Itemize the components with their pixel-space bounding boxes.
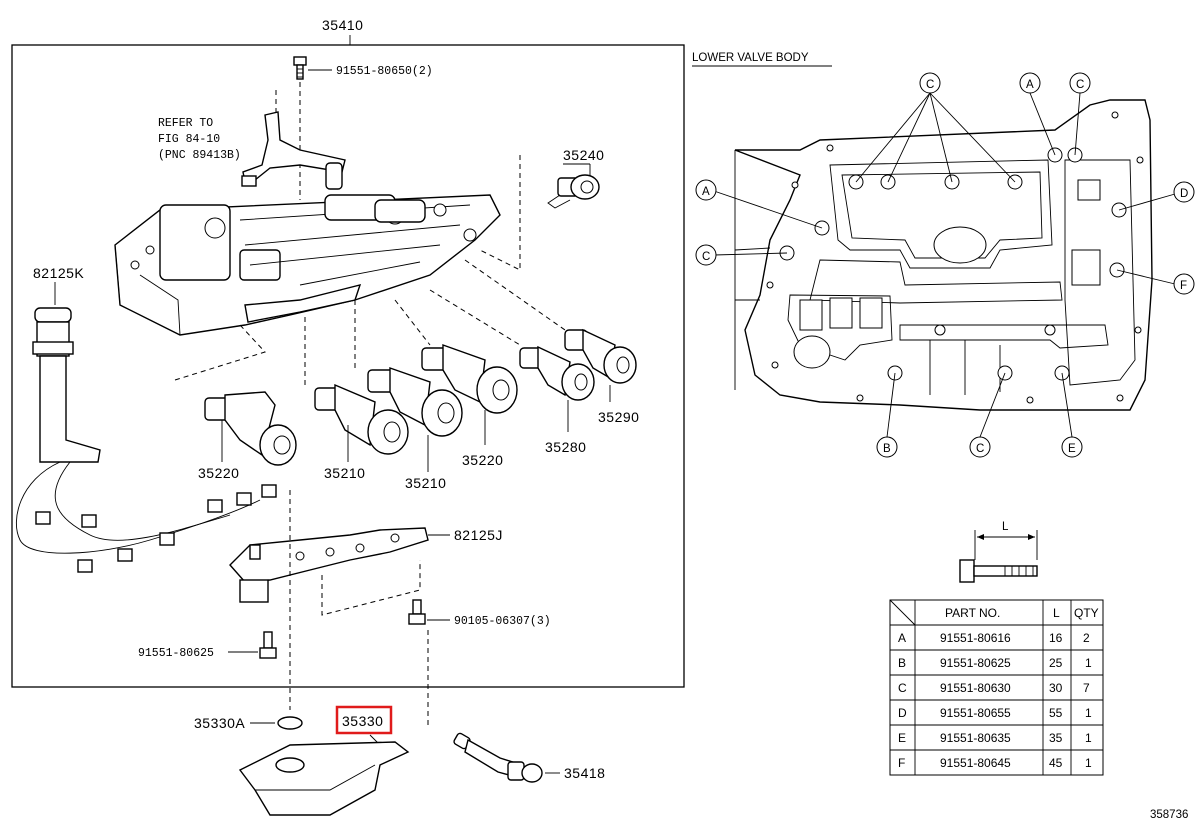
bolt-mid-icon (408, 599, 426, 625)
assembly-frame (11, 44, 685, 688)
upper-valve-body-icon (114, 194, 501, 336)
callout-bolt-mid: 90105-06307(3) (454, 615, 551, 628)
callout-82125K: 82125K (33, 265, 84, 281)
bracket-82125J-icon (229, 527, 429, 603)
oil-strainer-icon (238, 741, 410, 816)
figure-number: 358736 (1150, 809, 1188, 821)
solenoid-35220-center-icon (421, 344, 518, 414)
bolt-top-icon (293, 56, 307, 80)
callout-35280: 35280 (545, 439, 586, 455)
solenoid-35240-icon (547, 174, 600, 209)
table-row-key: C (898, 681, 907, 695)
callout-35418: 35418 (564, 765, 605, 781)
table-row-part: 91551-80655 (940, 706, 1011, 720)
o-ring-icon (277, 716, 303, 730)
solenoid-35220-left-icon (204, 391, 297, 466)
table-row-part: 91551-80616 (940, 631, 1011, 645)
letter-callout-bottom-b: B (876, 436, 898, 458)
table-row-length: 30 (1049, 681, 1063, 695)
callout-35240: 35240 (563, 147, 604, 163)
svg-text:C: C (1076, 79, 1084, 91)
solenoid-35280-icon (519, 345, 595, 401)
svg-text:A: A (1026, 79, 1034, 91)
bolt-length-label: L (1002, 521, 1009, 533)
assembly-number-label: 35410 (322, 17, 363, 33)
view-label: LOWER VALVE BODY (692, 52, 809, 64)
solenoid-35210-center-icon (367, 367, 463, 437)
bolt-low-icon (259, 631, 277, 659)
letter-callout-top-a: A (1019, 72, 1041, 94)
table-row-qty: 2 (1083, 631, 1090, 645)
svg-text:E: E (1068, 443, 1076, 455)
solenoid-35210-left-icon (314, 383, 409, 455)
table-row-key: A (898, 631, 906, 645)
letter-callout-bottom-e: E (1061, 436, 1083, 458)
table-row-part: 91551-80645 (940, 756, 1011, 770)
callout-35290: 35290 (598, 409, 639, 425)
svg-text:C: C (926, 79, 934, 91)
callout-35220-center: 35220 (462, 452, 503, 468)
svg-text:B: B (883, 443, 891, 455)
callout-35210-center: 35210 (405, 475, 446, 491)
svg-text:C: C (976, 443, 984, 455)
highlight-box-35330 (335, 705, 393, 735)
svg-text:C: C (702, 251, 710, 263)
pipe-35418-icon (453, 732, 543, 783)
table-row-length: 35 (1049, 731, 1063, 745)
wire-bracket-icon (241, 111, 346, 190)
letter-callout-right-d: D (1173, 181, 1195, 203)
lower-valve-body-drawing (734, 99, 1153, 411)
wire-harness-82125K-icon (16, 307, 277, 573)
svg-text:F: F (1180, 280, 1187, 292)
letter-callout-left-a: A (695, 179, 717, 201)
table-row-length: 45 (1049, 756, 1063, 770)
callout-82125J: 82125J (454, 527, 503, 543)
table-row-qty: 1 (1085, 731, 1092, 745)
table-row-key: B (898, 656, 906, 670)
table-header-l: L (1053, 606, 1060, 620)
svg-text:D: D (1180, 188, 1188, 200)
table-row-key: F (898, 756, 905, 770)
table-header-qty: QTY (1074, 606, 1099, 620)
letter-callout-top-c: C (919, 72, 941, 94)
letter-callout-top-c2: C (1069, 72, 1091, 94)
table-row-key: E (898, 731, 906, 745)
table-row-key: D (898, 706, 907, 720)
letter-callout-right-f: F (1173, 273, 1195, 295)
table-row-length: 16 (1049, 631, 1063, 645)
table-row-part: 91551-80635 (940, 731, 1011, 745)
table-row-qty: 7 (1083, 681, 1090, 695)
table-row-part: 91551-80625 (940, 656, 1011, 670)
refer-note-line2: FIG 84-10 (158, 133, 220, 146)
table-row-qty: 1 (1085, 706, 1092, 720)
table-header-part-no: PART NO. (945, 606, 1000, 620)
callout-35210-left: 35210 (324, 465, 365, 481)
table-row-qty: 1 (1085, 756, 1092, 770)
table-row-part: 91551-80630 (940, 681, 1011, 695)
refer-note-line1: REFER TO (158, 117, 213, 130)
callout-35330: 35330 (342, 713, 383, 729)
callout-bolt-top: 91551-80650(2) (336, 65, 433, 78)
table-row-length: 55 (1049, 706, 1063, 720)
callout-35330A: 35330A (194, 715, 245, 731)
callout-35220-left: 35220 (198, 465, 239, 481)
letter-callout-left-c: C (695, 244, 717, 266)
table-row-qty: 1 (1085, 656, 1092, 670)
bolt-length-icon (959, 530, 1038, 583)
callout-bolt-low: 91551-80625 (138, 647, 214, 660)
solenoid-35290-icon (564, 328, 637, 384)
table-row-length: 25 (1049, 656, 1063, 670)
parts-table (889, 599, 1104, 776)
svg-text:A: A (702, 186, 710, 198)
refer-note-line3: (PNC 89413B) (158, 149, 241, 162)
letter-callout-bottom-c: C (969, 436, 991, 458)
